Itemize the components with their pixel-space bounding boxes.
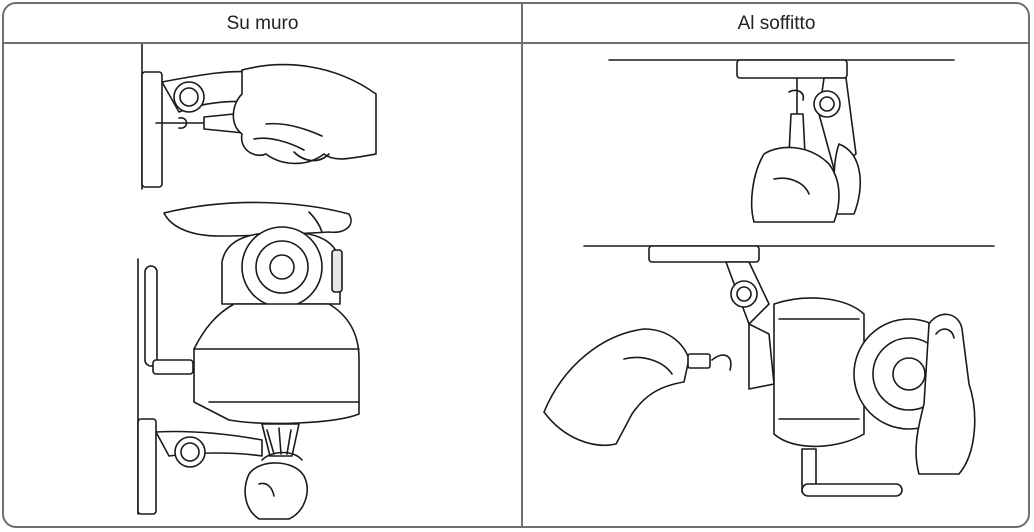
rotate-arrow-icon [179, 118, 187, 128]
panel-divider [521, 4, 523, 526]
adjust-knob [174, 82, 204, 112]
header-divider [4, 42, 1028, 44]
camera-lens [242, 227, 322, 307]
antenna-icon [145, 266, 157, 366]
ceiling-step-2 [544, 246, 994, 496]
wall-mount-title: Su muro [226, 13, 299, 34]
wall-step-2 [138, 202, 359, 519]
hand-bottom-icon [245, 463, 307, 519]
camera-icon-2 [774, 298, 864, 446]
adjust-knob-2 [175, 437, 205, 467]
antenna-icon-2 [802, 484, 902, 496]
camera-base [194, 304, 359, 423]
rotate-arrow-icon-2 [262, 453, 302, 461]
rotate-arrow-icon-4 [712, 355, 731, 370]
hand-icon [233, 65, 376, 164]
hand-left-icon [544, 329, 689, 445]
wall-bracket-plate-2 [138, 419, 156, 514]
mounting-illustration [4, 44, 1030, 528]
hand-top-icon [164, 202, 351, 236]
wall-bracket-plate [142, 72, 162, 187]
rotate-arrow-icon-3 [789, 90, 803, 100]
hand-icon-2 [752, 147, 839, 222]
ceiling-step-1 [609, 60, 954, 222]
ceiling-bracket-plate [737, 60, 847, 78]
ceiling-mount-title: Al soffitto [737, 13, 816, 34]
hand-right-icon [916, 314, 975, 474]
wall-step-1 [142, 44, 376, 189]
